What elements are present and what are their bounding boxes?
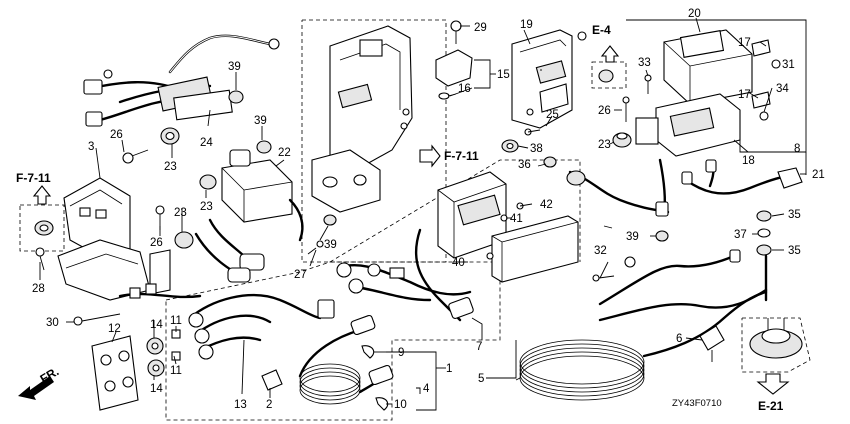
callout-27: 27 — [294, 269, 307, 281]
bracket-19 — [501, 29, 627, 153]
callout-8: 8 — [794, 143, 800, 155]
callout-15: 15 — [497, 69, 510, 81]
panel-and-subharness — [91, 293, 335, 411]
coil-assembly — [118, 149, 337, 299]
callout-23b: 23 — [200, 201, 213, 213]
callout-21: 21 — [812, 169, 825, 181]
callout-23c: 23 — [174, 207, 187, 219]
battery-cables-5 — [519, 230, 768, 401]
callout-23a: 23 — [164, 161, 177, 173]
fuse-box-20 — [543, 19, 807, 168]
left-harness-assembly — [34, 34, 280, 326]
callout-12: 12 — [108, 323, 121, 335]
callout-14a: 14 — [150, 319, 163, 331]
callout-22: 22 — [278, 147, 291, 159]
callout-7: 7 — [476, 341, 482, 353]
callout-39b: 39 — [254, 115, 267, 127]
diagram-code: ZY43F0710 — [672, 398, 722, 409]
callout-37: 37 — [734, 229, 747, 241]
callout-36: 36 — [518, 159, 531, 171]
callout-32: 32 — [594, 245, 607, 257]
callout-2: 2 — [266, 399, 272, 411]
callout-41: 41 — [510, 213, 523, 225]
arrow-up-left — [32, 185, 52, 205]
callout-26b: 26 — [150, 237, 163, 249]
callout-1: 1 — [446, 363, 452, 375]
ref-f711-left[interactable]: F-7-11 — [16, 171, 51, 185]
callout-39a: 39 — [228, 61, 241, 73]
group-frames — [19, 19, 811, 421]
ref-e4[interactable]: E-4 — [592, 23, 611, 37]
callout-26c: 26 — [598, 105, 611, 117]
callout-20: 20 — [688, 8, 701, 20]
callout-numbers: 1 2 3 4 5 6 7 8 9 10 11 11 12 13 14 14 1… — [32, 8, 825, 411]
coiled-wire-4 — [298, 314, 394, 411]
leader-lines — [39, 17, 806, 411]
callout-40: 40 — [452, 257, 465, 269]
callout-11b: 11 — [170, 365, 182, 377]
callout-34: 34 — [776, 83, 789, 95]
callout-39c: 39 — [324, 239, 337, 251]
callout-3: 3 — [88, 141, 94, 153]
control-bracket — [311, 25, 441, 213]
section-references: F-7-11 F-7-11 E-4 E-21 FR. ZY43F0710 — [16, 23, 784, 413]
callout-6: 6 — [676, 333, 682, 345]
callout-5: 5 — [478, 373, 484, 385]
callout-4: 4 — [423, 383, 430, 395]
cable-8 — [566, 140, 807, 217]
callout-13: 13 — [234, 399, 247, 411]
callout-38: 38 — [530, 143, 543, 155]
ref-e21[interactable]: E-21 — [758, 399, 784, 413]
callout-10: 10 — [394, 399, 407, 411]
callout-28: 28 — [32, 283, 45, 295]
callout-31: 31 — [782, 59, 795, 71]
callout-16: 16 — [458, 83, 471, 95]
callout-24: 24 — [200, 137, 213, 149]
callout-14b: 14 — [150, 383, 163, 395]
callout-33: 33 — [638, 57, 651, 69]
callout-17a: 17 — [738, 37, 751, 49]
controller-7 — [336, 171, 579, 340]
callout-35a: 35 — [788, 209, 801, 221]
callout-30: 30 — [46, 317, 59, 329]
front-arrow-icon — [18, 376, 54, 400]
sensor-15 — [435, 20, 473, 100]
callout-19: 19 — [520, 19, 533, 31]
callout-42: 42 — [540, 199, 553, 211]
callout-29: 29 — [474, 22, 487, 34]
callout-9: 9 — [398, 347, 404, 359]
terminal-parts — [749, 210, 803, 395]
callout-39d: 39 — [626, 231, 639, 243]
callout-11a: 11 — [170, 315, 182, 327]
callout-23d: 23 — [598, 139, 611, 151]
ref-f711-mid[interactable]: F-7-11 — [444, 149, 479, 163]
callout-25: 25 — [546, 109, 559, 121]
callout-26a: 26 — [110, 129, 123, 141]
callout-17b: 17 — [738, 89, 751, 101]
callout-35b: 35 — [788, 245, 801, 257]
callout-18: 18 — [742, 155, 755, 167]
